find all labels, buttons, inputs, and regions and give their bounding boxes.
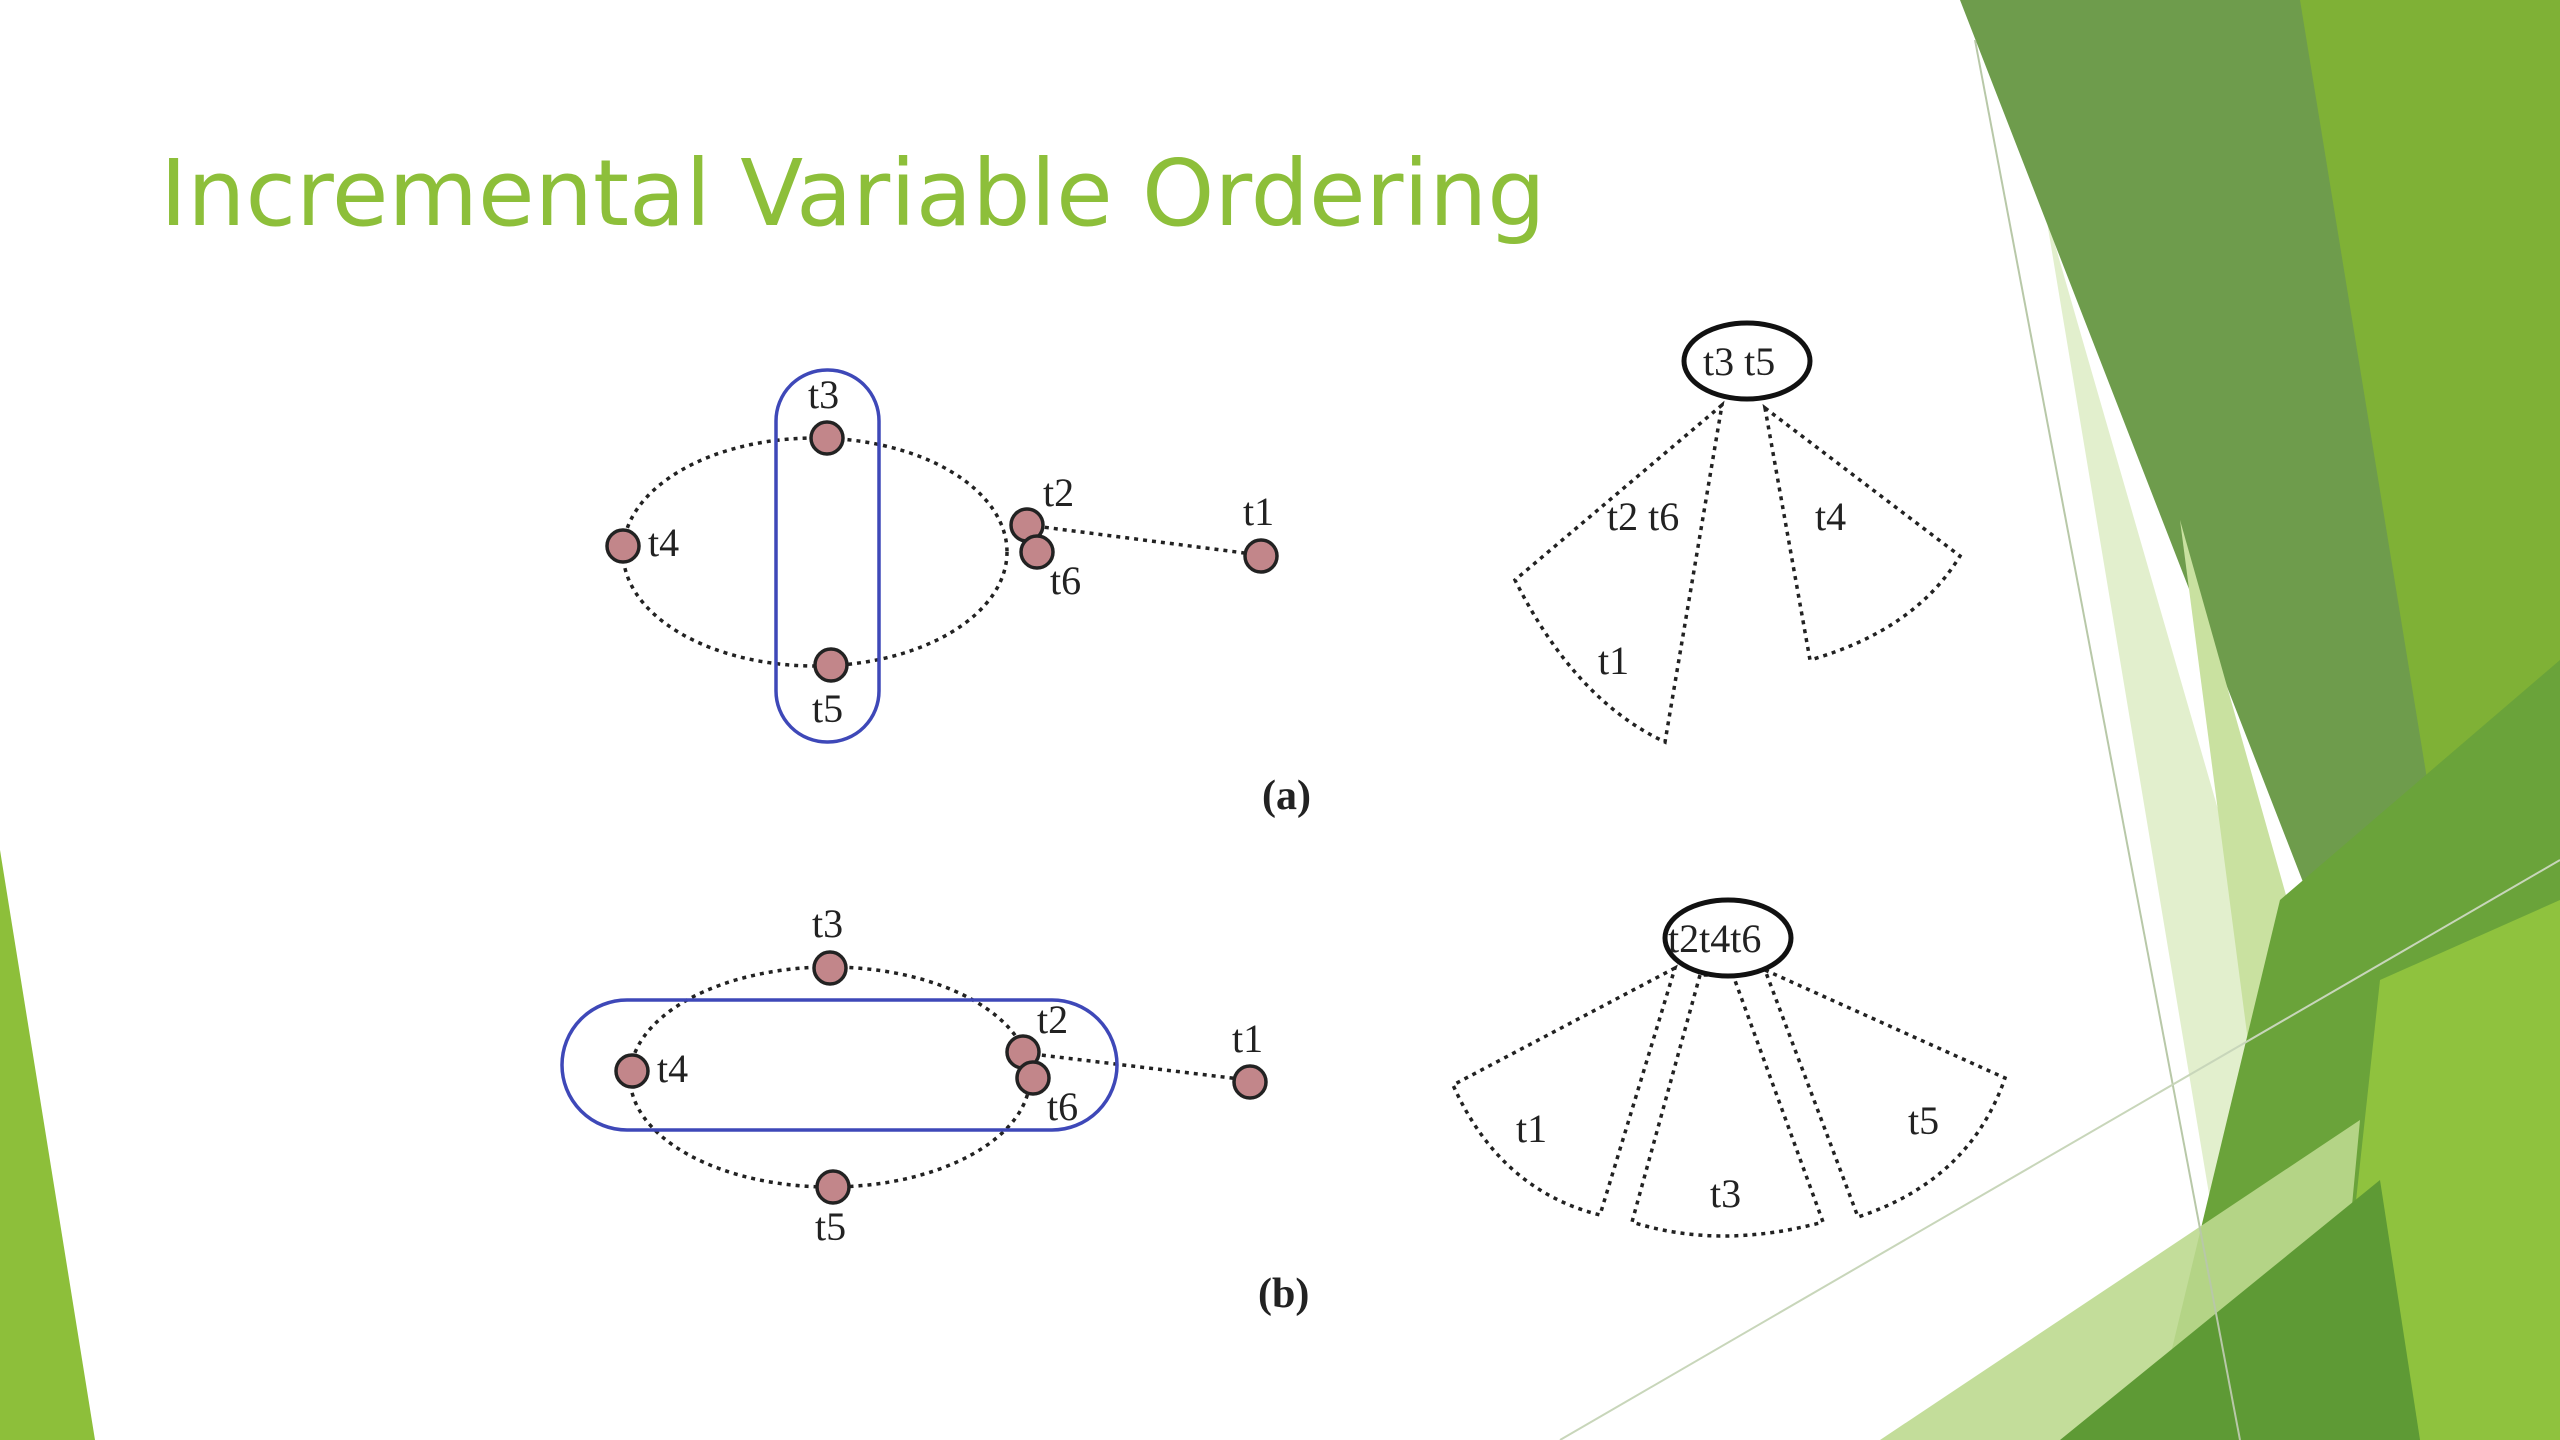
graph-b: t3 t5 t4 t2 t6 t1 [560, 901, 1268, 1249]
caption-b: (b) [1258, 1271, 1309, 1317]
tree-a-root-label: t3 t5 [1703, 339, 1775, 384]
tree-b-branch-label-t3: t3 [1710, 1171, 1741, 1216]
left-green-sliver [0, 850, 95, 1440]
graph-a-separator-outline [774, 368, 881, 744]
graph-b-node-t4 [614, 1053, 650, 1089]
tree-a: t3 t5 t2 t6 t1 t4 [1512, 320, 1963, 745]
graph-a-cycle [621, 436, 1009, 668]
graph-b-label-t1: t1 [1232, 1016, 1263, 1061]
tree-a-branch-right [1762, 403, 1963, 663]
graph-b-node-t3 [812, 950, 848, 986]
graph-a-node-t1 [1243, 538, 1279, 574]
tree-b: t2t4t6 t1 t3 t5 [1450, 897, 2008, 1238]
graph-a-node-t5 [813, 647, 849, 683]
graph-b-label-t4: t4 [657, 1046, 688, 1091]
graph-b-label-t5: t5 [815, 1204, 846, 1249]
graph-b-node-t1 [1232, 1064, 1268, 1100]
tree-b-branch-label-t1: t1 [1516, 1106, 1547, 1151]
tree-b-root-label: t2t4t6 [1668, 916, 1761, 961]
graph-a-node-t6 [1019, 534, 1055, 570]
graph-b-node-t5 [815, 1169, 851, 1205]
graph-a-label-t4: t4 [648, 520, 679, 565]
graph-a-label-t2: t2 [1043, 470, 1074, 515]
tree-b-branch-right [1761, 966, 2008, 1220]
tree-a-root [1681, 320, 1813, 402]
graph-a-node-t3 [809, 420, 845, 456]
graph-a-label-t5: t5 [812, 686, 843, 731]
graph-b-label-t6: t6 [1047, 1084, 1078, 1129]
graph-b-node-t6 [1015, 1060, 1051, 1096]
tree-b-branch-left [1450, 964, 1678, 1218]
graph-a-label-t3: t3 [808, 372, 839, 417]
tree-a-branch-label-t2t6: t2 t6 [1607, 494, 1679, 539]
graph-a-edge-t2-t1 [1026, 523, 1261, 557]
graph-a-node-t4 [605, 528, 641, 564]
tree-b-root [1662, 897, 1794, 979]
caption-a: (a) [1262, 773, 1311, 819]
graph-b-edge-t2-t1 [1023, 1051, 1249, 1082]
graph-a-label-t6: t6 [1050, 558, 1081, 603]
right-facet-dark-3 [2060, 1180, 2420, 1440]
graph-a: t3 t5 t4 t2 t6 t1 [605, 368, 1279, 744]
right-facet-mid-1 [2300, 0, 2560, 920]
tree-a-branch-label-t1: t1 [1598, 638, 1629, 683]
tree-b-branch-label-t5: t5 [1908, 1098, 1939, 1143]
slide-title: Incremental Variable Ordering [160, 140, 1546, 247]
graph-b-separator-outline [560, 998, 1119, 1132]
tree-b-branch-middle [1629, 973, 1826, 1238]
graph-a-label-t1: t1 [1243, 489, 1274, 534]
graph-b-label-t2: t2 [1037, 997, 1068, 1042]
tree-a-branch-label-t4: t4 [1815, 494, 1846, 539]
tree-a-branch-left [1512, 400, 1725, 745]
thin-line-2 [1559, 859, 2560, 1440]
graph-b-label-t3: t3 [812, 901, 843, 946]
thin-line-1 [1974, 39, 2241, 1440]
